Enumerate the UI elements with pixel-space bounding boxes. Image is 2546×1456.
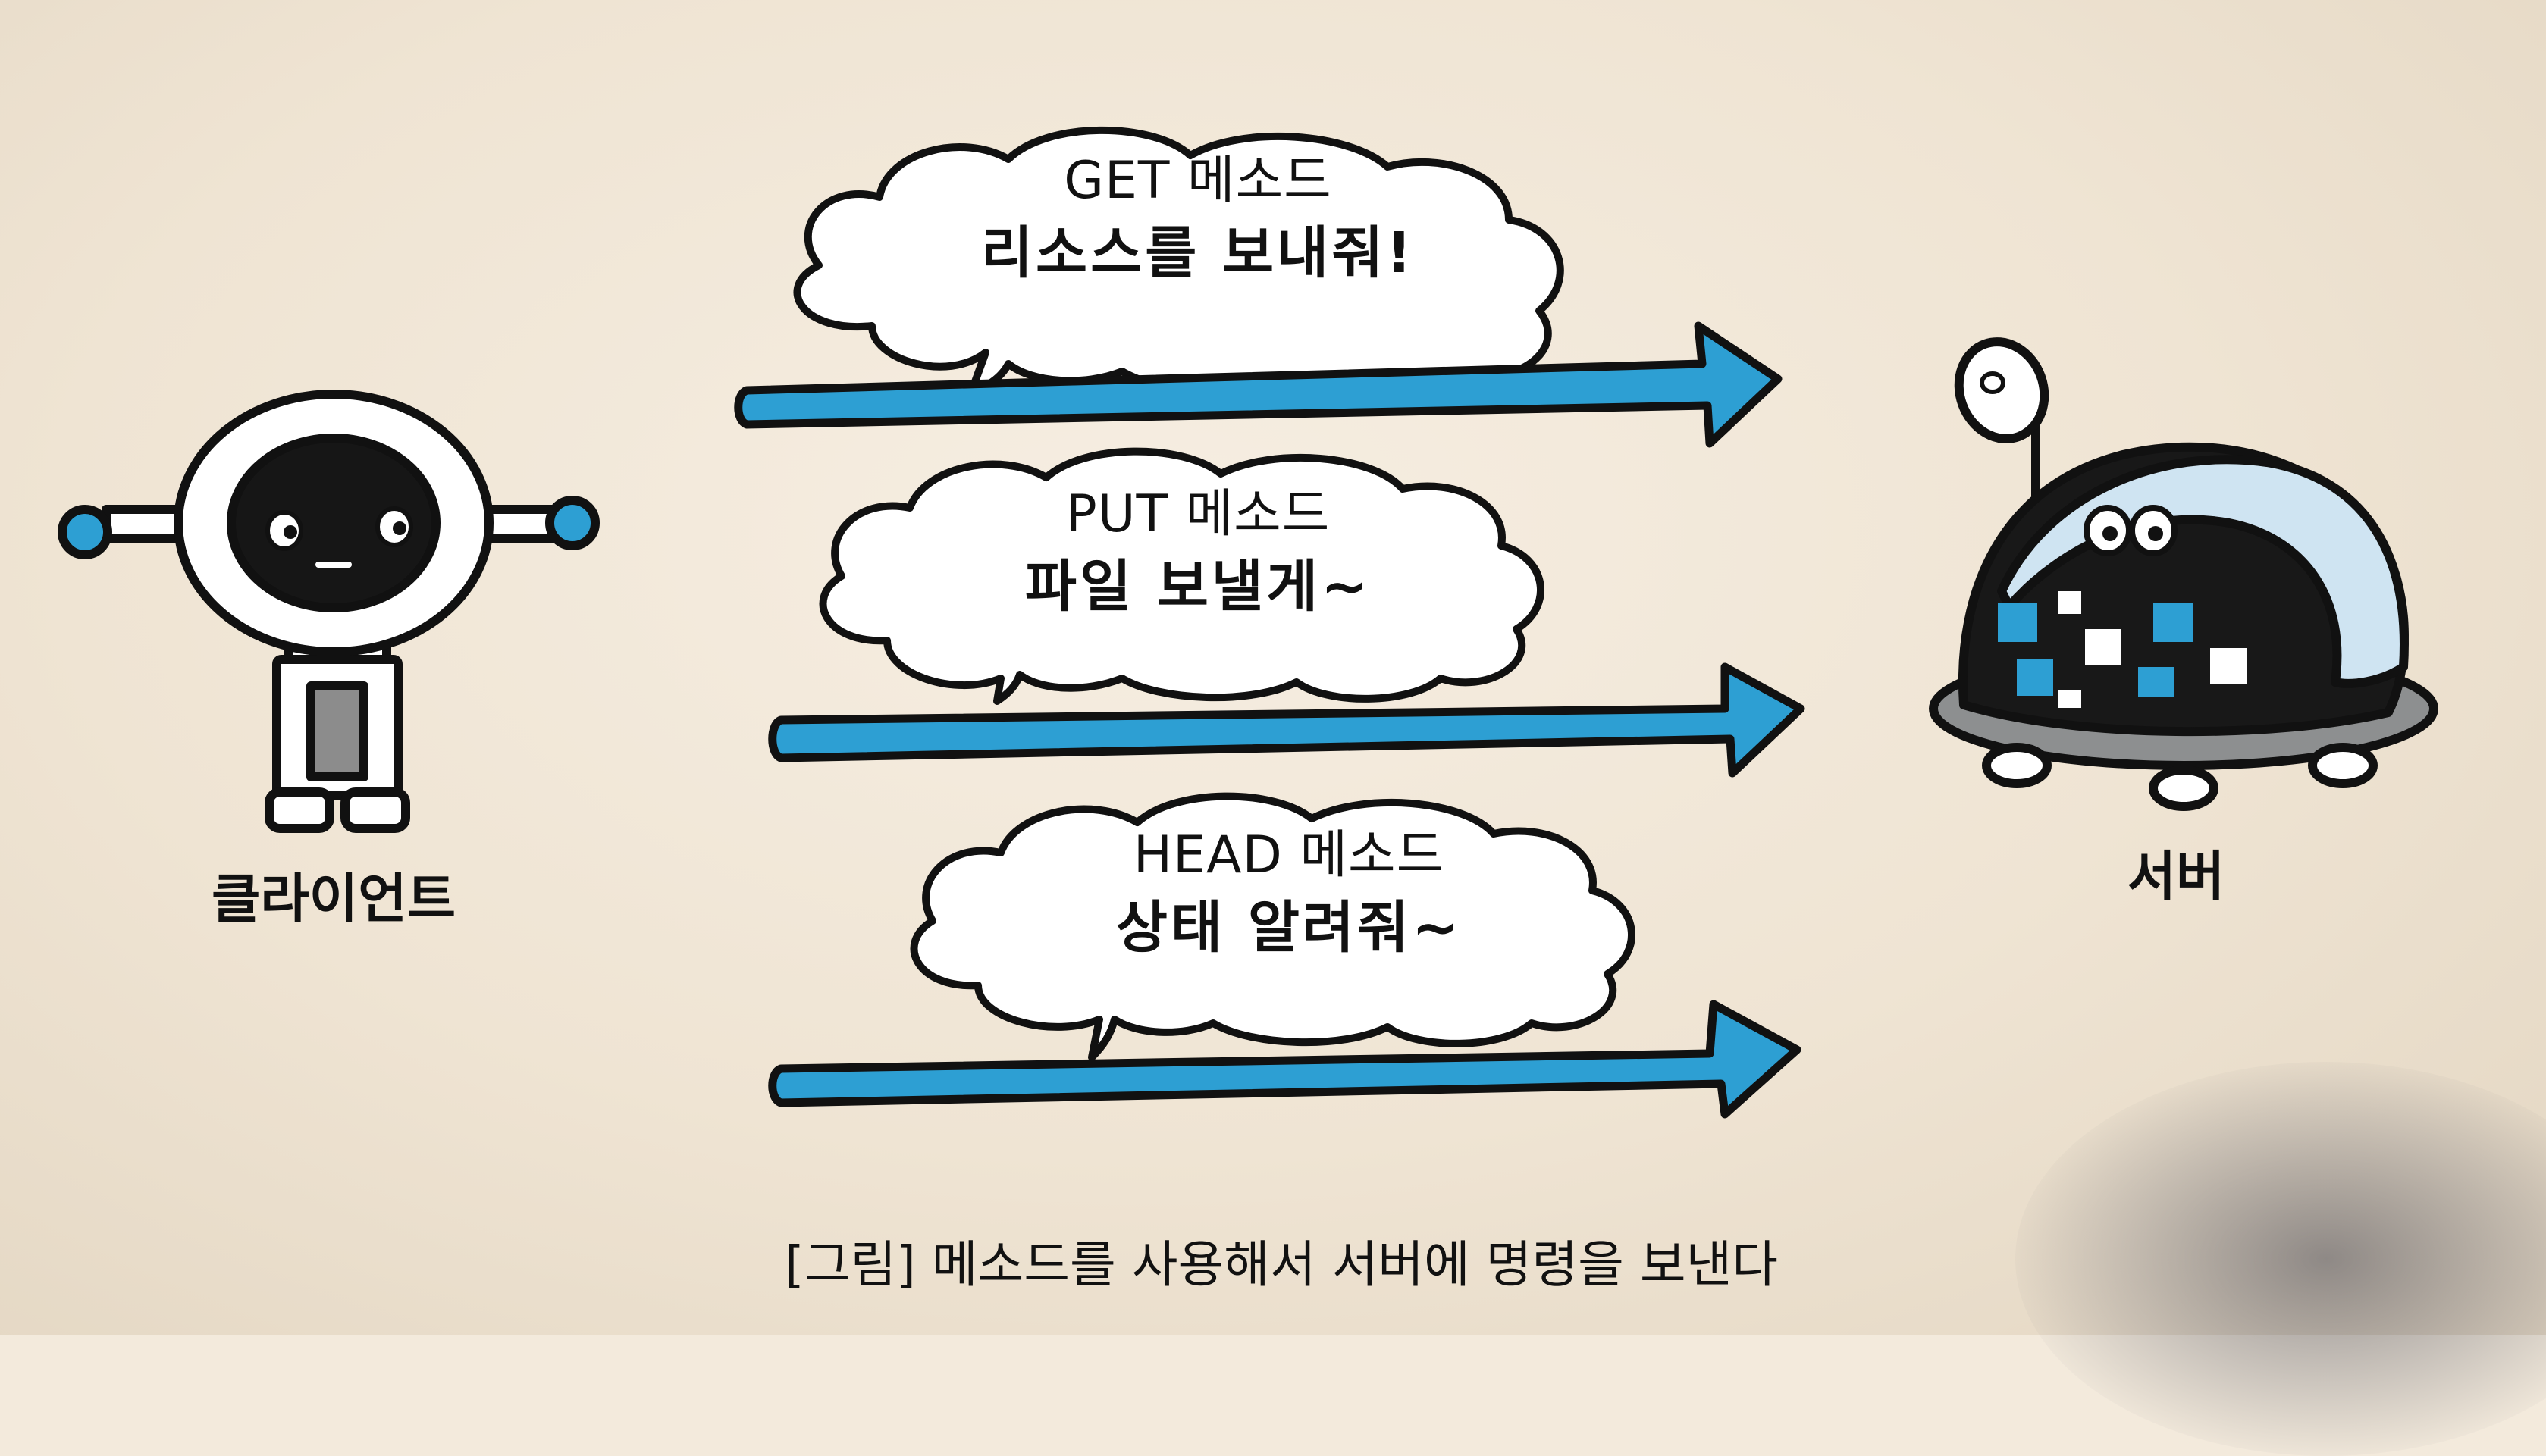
server-robot-icon bbox=[1929, 337, 2438, 811]
client-right-hand bbox=[545, 496, 600, 550]
server-wheel bbox=[1982, 743, 2052, 788]
client-right-foot bbox=[340, 787, 410, 833]
client-left-hand bbox=[58, 505, 112, 559]
head-bubble bbox=[910, 792, 1635, 1061]
get-method-name: GET 메소드 bbox=[1064, 151, 1332, 211]
get-method-message: 리소스를 보내줘! bbox=[980, 221, 1416, 287]
get-arrow bbox=[734, 321, 1783, 448]
server-wheel bbox=[2149, 766, 2218, 811]
put-method-name: PUT 메소드 bbox=[1065, 484, 1331, 544]
head-request-label: HEAD 메소드 상태 알려줘~ bbox=[1054, 825, 1524, 961]
server-wheel bbox=[2308, 743, 2378, 788]
client-robot-icon bbox=[58, 390, 600, 833]
client-face bbox=[227, 434, 441, 612]
put-arrow bbox=[768, 662, 1805, 778]
client-body-panel bbox=[306, 681, 368, 781]
get-request-label: GET 메소드 리소스를 보내줘! bbox=[963, 151, 1433, 287]
put-request-label: PUT 메소드 파일 보낼게~ bbox=[963, 484, 1433, 620]
head-method-name: HEAD 메소드 bbox=[1133, 825, 1445, 885]
diagram-canvas bbox=[58, 126, 2438, 1119]
put-method-message: 파일 보낼게~ bbox=[1024, 554, 1372, 620]
client-left-foot bbox=[265, 787, 334, 833]
server-lights bbox=[1998, 591, 2247, 708]
figure-caption: [그림] 메소드를 사용해서 서버에 명령을 보낸다 bbox=[784, 1235, 1779, 1294]
server-label: 서버 bbox=[2127, 845, 2225, 907]
client-label: 클라이언트 bbox=[212, 868, 456, 930]
head-method-message: 상태 알려줘~ bbox=[1115, 895, 1463, 961]
head-arrow bbox=[768, 1000, 1801, 1119]
put-bubble bbox=[819, 447, 1544, 705]
